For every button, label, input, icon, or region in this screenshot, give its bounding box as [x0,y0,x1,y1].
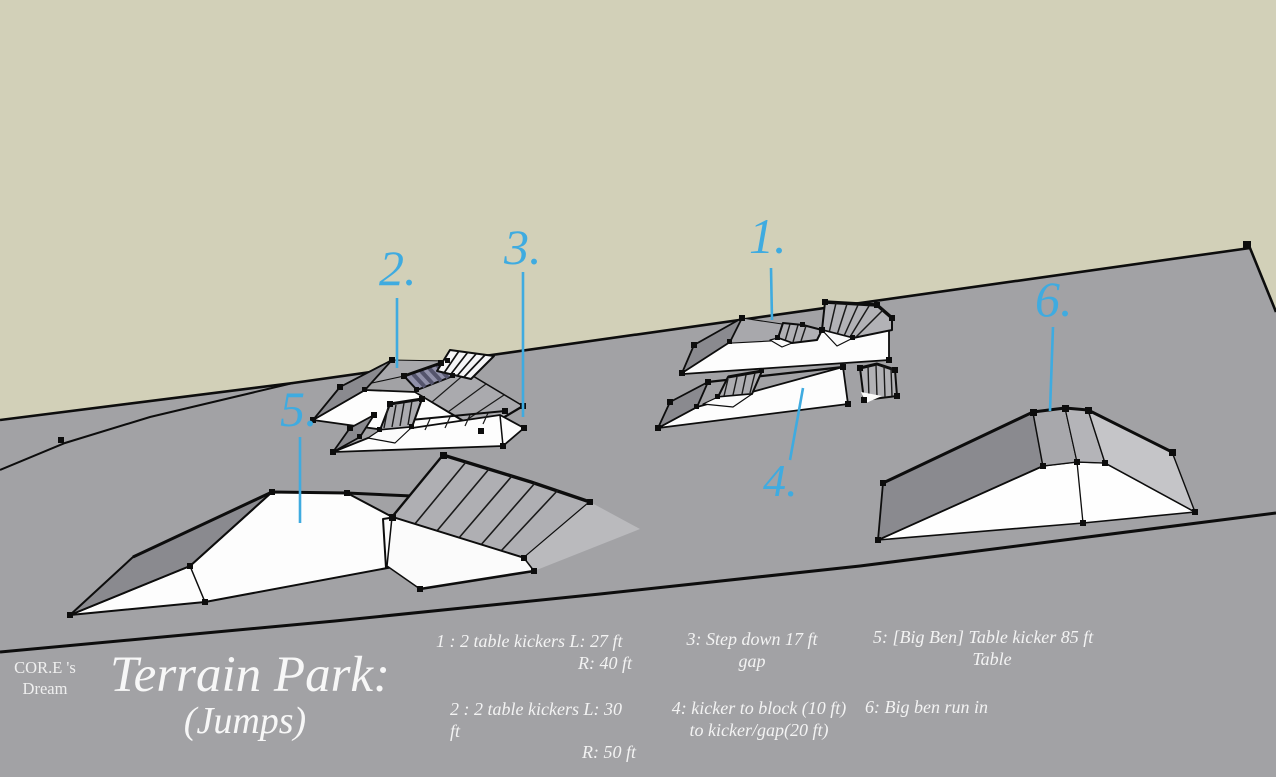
note-5-line-1: 5: [Big Ben] Table kicker 85 ft [873,627,1094,647]
watermark-line-2: Dream [22,678,68,698]
f1-small-kicker-hatch [784,323,807,343]
note-2-line-2: R: 50 ft [582,742,636,763]
note-6: 6: Big ben run in [865,697,988,719]
f4-kicker-wedge [702,393,753,408]
marker-2: 2. [379,240,417,296]
marker-6: 6. [1035,271,1073,327]
runin-crease [1076,461,1084,524]
watermark: COR.E 's Dream [2,658,88,699]
leader-line-4 [788,387,805,461]
slope-left-crease [0,382,294,471]
f4-gap-block-hatch [867,364,893,399]
note-2-line-1: 2 : 2 table kickers L: 30 ft [450,699,622,741]
note-1: 1 : 2 table kickers L: 27 ft R: 40 ft [436,631,632,674]
f1-big-kicker-wedge [821,329,854,347]
f2l-right-edge [499,414,504,447]
f2u-white-ramp-hatch [443,350,486,378]
leader-line-1 [769,267,774,321]
note-5: 5: [Big Ben] Table kicker 85 ft Table [873,627,1111,670]
bigben-ramp-hatch [413,461,559,552]
note-3-line-2: gap [738,650,766,671]
f2l-kicker-lip [389,397,423,406]
note-6-line-1: 6: Big ben run in [865,697,988,717]
f2l-kicker-hatch [383,400,413,429]
f1-big-kicker-hatch [828,302,884,338]
note-3: 3: Step down 17 ft gap [672,629,832,672]
note-5-line-2: Table [972,648,1012,669]
feature-4-kicker-block [657,362,898,429]
leader-line-6 [1048,326,1055,412]
f4-gap-block-lip [859,362,896,372]
watermark-line-1: COR.E 's [14,658,76,677]
note-3-line-1: 3: Step down 17 ft [686,629,818,649]
f2l-deck-hatch [424,412,489,431]
note-2: 2 : 2 table kickers L: 30 ft R: 50 ft [450,699,636,764]
f4-kicker-hatch [723,372,756,397]
f2u-blue-kicker-lip [403,361,442,378]
marker-4: 4. [763,455,798,506]
marker-5: 5. [280,381,318,437]
note-4-line-2: to kicker/gap(20 ft) [689,719,829,740]
f2l-ridge [399,410,506,422]
feature-1-table-kickers [681,300,894,375]
note-1-line-1: 1 : 2 table kickers L: 27 ft [436,631,623,651]
page-title: Terrain Park: [110,647,391,703]
f2u-white-ramp [436,349,495,380]
note-4: 4: kicker to block (10 ft) to kicker/gap… [660,698,858,741]
note-4-line-1: 4: kicker to block (10 ft) [671,698,847,718]
f4-kicker-lip [727,369,763,379]
slope-bottom-edge [0,511,1276,654]
bigben-crease [189,565,206,603]
bigben-top-edge [132,490,413,559]
bigben-ramp-shadow [524,502,640,571]
note-1-line-2: R: 40 ft [578,652,632,673]
bigben-ramp-base-edge [419,569,535,591]
page-subtitle: (Jumps) [183,700,307,742]
marker-leader-lines [298,267,1055,523]
bigben-ramp-lip [442,453,591,504]
marker-1: 1. [749,208,787,264]
marker-3: 3. [504,219,542,275]
